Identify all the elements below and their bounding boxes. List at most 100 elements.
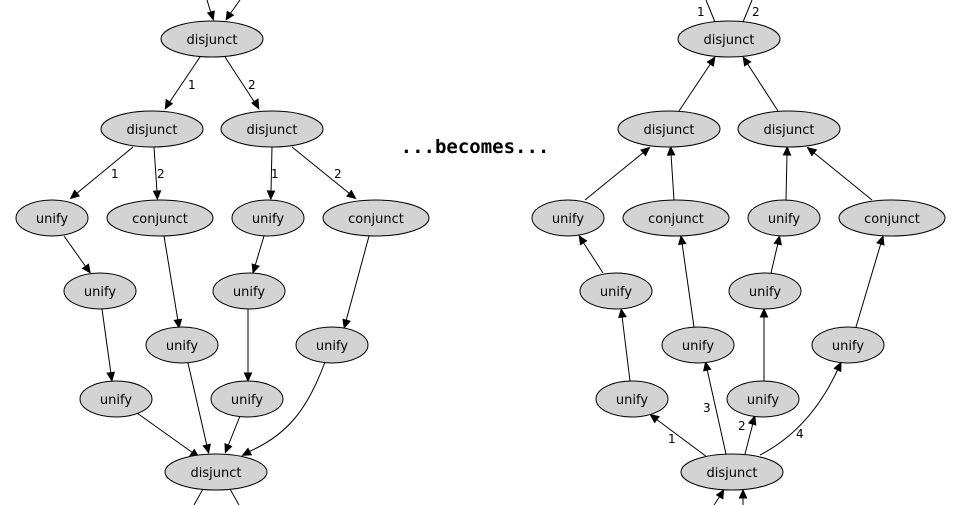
svg-text:unify: unify: [252, 212, 284, 227]
right-outgoing-edge-2: [742, 0, 753, 23]
edge-L_d0-L_d1: [164, 56, 201, 110]
left-node-unify-5: unify: [79, 380, 153, 418]
svg-text:unify: unify: [832, 339, 864, 354]
edge-R_u6-R_u2: [770, 235, 782, 274]
right-node-disjunct-2: disjunct: [737, 110, 841, 148]
edge-L_d2-L_c2: [291, 146, 357, 200]
left-node-unify-8: unify: [295, 326, 369, 364]
edge-label: 1: [271, 167, 279, 181]
svg-text:unify: unify: [747, 393, 779, 408]
left-incoming-edge-a: [206, 0, 215, 21]
edge-L_d1-L_c1: [152, 146, 162, 201]
left-node-unify-6: unify: [212, 272, 286, 310]
right-incoming-edge-b: [738, 488, 748, 505]
edge-L_d2-L_u2: [266, 146, 276, 201]
svg-text:conjunct: conjunct: [348, 212, 404, 227]
right-graph: 1 2: [531, 0, 946, 505]
right-node-disjunct-1: disjunct: [617, 110, 721, 148]
edge-label: 3: [703, 401, 711, 415]
edge-R_d2-R_d0: [742, 56, 779, 112]
edge-L_u7-L_dbot: [224, 415, 241, 454]
edge-R_u8-R_c2: [855, 235, 885, 328]
svg-text:disjunct: disjunct: [127, 123, 178, 138]
edge-label: 1: [188, 78, 196, 92]
right-node-unify-6: unify: [728, 272, 802, 310]
edge-R_u3-R_u1: [578, 235, 604, 274]
right-incoming-edge-a: [713, 489, 725, 505]
svg-text:unify: unify: [768, 212, 800, 227]
left-graph: 1 2 1 2 1 2: [15, 0, 430, 505]
right-node-unify-1: unify: [531, 199, 605, 237]
edge-L_u6-L_u7: [243, 309, 253, 383]
becomes-caption: ...becomes...: [401, 136, 550, 158]
edge-label: 2: [248, 78, 256, 92]
edge-L_u4-L_dbot: [187, 362, 211, 454]
svg-text:disjunct: disjunct: [644, 123, 695, 138]
svg-text:unify: unify: [84, 285, 116, 300]
edge-label: 2: [738, 419, 746, 433]
right-outgoing-edge-1: [705, 0, 716, 23]
edge-L_c2-L_u8: [342, 235, 370, 329]
left-node-unify-7: unify: [210, 380, 284, 418]
edge-L_d1-L_u1: [69, 146, 134, 200]
svg-text:disjunct: disjunct: [191, 466, 242, 481]
svg-text:disjunct: disjunct: [707, 466, 758, 481]
edge-R_dbot-R_u5: [649, 414, 708, 458]
svg-text:unify: unify: [316, 339, 348, 354]
left-node-unify-4: unify: [145, 326, 219, 364]
svg-text:disjunct: disjunct: [764, 123, 815, 138]
right-node-unify-3: unify: [579, 272, 653, 310]
edge-R_c1-R_d1: [666, 145, 676, 201]
right-node-disjunct-bottom: disjunct: [680, 453, 784, 491]
right-node-conjunct-2: conjunct: [838, 199, 946, 237]
svg-text:unify: unify: [100, 393, 132, 408]
edge-label: 1: [697, 5, 705, 19]
left-node-disjunct-1: disjunct: [100, 110, 204, 148]
svg-text:conjunct: conjunct: [648, 212, 704, 227]
edge-R_u4-R_c1: [678, 234, 695, 328]
svg-text:unify: unify: [166, 339, 198, 354]
edge-R_u2-R_d2: [782, 145, 792, 201]
left-node-disjunct-top: disjunct: [160, 20, 264, 58]
edge-L_u3-L_u5: [101, 308, 115, 383]
edge-label: 2: [157, 167, 165, 181]
right-node-unify-7: unify: [726, 380, 800, 418]
edge-label: 2: [752, 5, 760, 19]
right-node-unify-2: unify: [747, 199, 821, 237]
svg-text:unify: unify: [600, 285, 632, 300]
left-node-conjunct-1: conjunct: [106, 199, 214, 237]
svg-text:conjunct: conjunct: [864, 212, 920, 227]
edge-L_c1-L_u4: [163, 235, 183, 330]
right-node-disjunct-top: disjunct: [677, 20, 781, 58]
edge-L_u2-L_u6: [251, 235, 265, 274]
svg-text:unify: unify: [231, 393, 263, 408]
svg-text:disjunct: disjunct: [704, 33, 755, 48]
right-node-unify-5: unify: [595, 380, 669, 418]
edge-label: 4: [796, 427, 804, 441]
left-outgoing-edge-b: [229, 488, 240, 505]
svg-text:unify: unify: [36, 212, 68, 227]
left-node-unify-2: unify: [231, 199, 305, 237]
edge-label: 1: [111, 167, 119, 181]
edge-R_dbot-R_u8: [759, 361, 842, 456]
edge-R_u5-R_u3: [618, 307, 631, 382]
left-node-disjunct-bottom: disjunct: [164, 453, 268, 491]
left-incoming-edge-b: [225, 0, 241, 21]
right-node-unify-4: unify: [661, 326, 735, 364]
edge-label: 2: [334, 167, 342, 181]
svg-text:unify: unify: [616, 393, 648, 408]
left-node-disjunct-2: disjunct: [220, 110, 324, 148]
edge-R_u1-R_d1: [584, 146, 651, 201]
left-node-unify-3: unify: [63, 272, 137, 310]
svg-text:conjunct: conjunct: [132, 212, 188, 227]
left-node-conjunct-2: conjunct: [322, 199, 430, 237]
svg-text:disjunct: disjunct: [187, 33, 238, 48]
edge-label: 1: [668, 432, 676, 446]
edge-L_u5-L_dbot: [136, 412, 200, 458]
svg-text:unify: unify: [682, 339, 714, 354]
edge-L_u1-L_u3: [63, 235, 91, 274]
edge-R_u7-R_u6: [759, 307, 769, 381]
edge-R_dbot-R_u4: [703, 360, 727, 455]
edge-R_d1-R_d0: [678, 56, 716, 112]
